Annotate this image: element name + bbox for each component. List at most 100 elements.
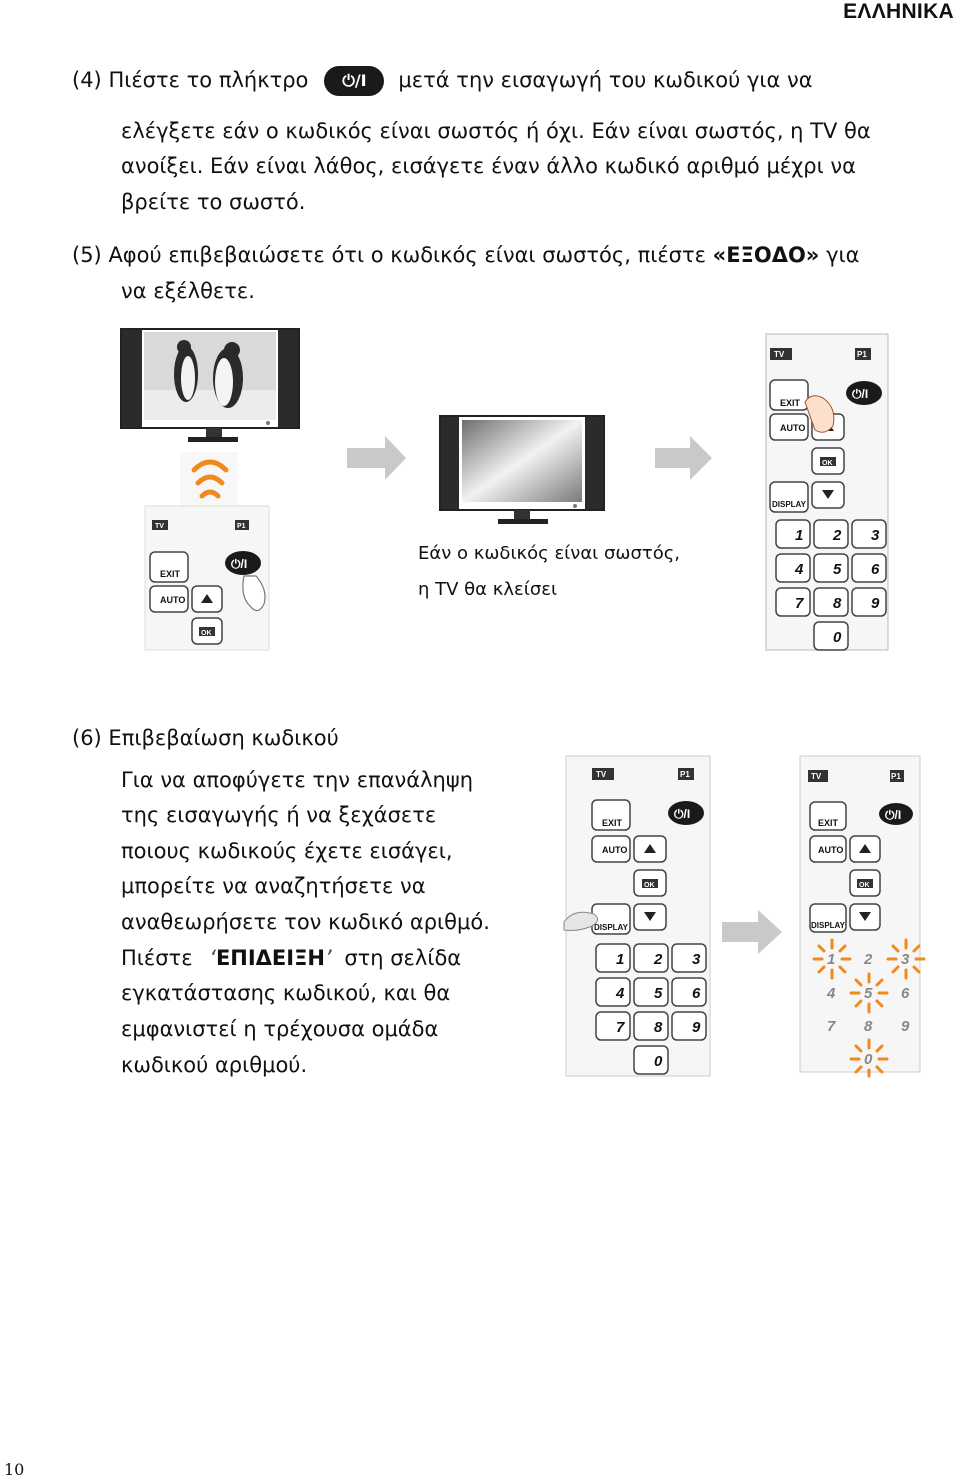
remote-display-press: TV P1 EXIT ⏻/I AUTO OK DISPLAY 1 bbox=[563, 755, 711, 1077]
remote4-display-label: DISPLAY bbox=[811, 921, 846, 930]
flash-burst-icon bbox=[849, 972, 889, 1014]
remote4-auto-label: AUTO bbox=[818, 845, 843, 855]
remote-code-flash: TV P1 EXIT ⏻/I AUTO OK DISPLAY bbox=[799, 755, 926, 1078]
remote-large-key-5: 5 bbox=[833, 561, 842, 578]
remote3-key-0: 0 bbox=[654, 1053, 663, 1070]
remote4-ok-label: OK bbox=[859, 882, 870, 889]
step6-line5: αναθεωρήσετε τον κωδικό αριθμό. bbox=[121, 910, 490, 934]
step6-line7: εγκατάστασης κωδικού, και θα bbox=[121, 981, 451, 1005]
remote3-key-8: 8 bbox=[654, 1019, 663, 1036]
step6-line8: εμφανιστεί η τρέχουσα ομάδα bbox=[121, 1017, 439, 1041]
remote4-key-1: 1 bbox=[827, 951, 835, 968]
step6-line2: της εισαγωγής ή να ξεχάσετε bbox=[121, 803, 437, 827]
remote3-key-6: 6 bbox=[692, 985, 701, 1002]
remote3-key-7: 7 bbox=[616, 1019, 625, 1036]
language-header: ΕΛΛΗΝΙΚΑ bbox=[843, 0, 954, 23]
remote3-keypad: 1 2 3 4 5 6 7 8 9 0 bbox=[595, 943, 707, 1075]
remote-small-auto-label: AUTO bbox=[160, 595, 185, 605]
step6-line4: μπορείτε να αναζητήσετε να bbox=[121, 874, 426, 898]
step6-heading: (6) Επιβεβαίωση κωδικού bbox=[72, 726, 339, 750]
remote-large-ok-label: OK bbox=[822, 460, 833, 467]
remote3-key-3: 3 bbox=[692, 951, 701, 968]
step5-text-after: για bbox=[826, 243, 860, 267]
remote4-key-5: 5 bbox=[864, 985, 873, 1002]
step4-line3: ανοίξει. Εάν είναι λάθος, εισάγετε έναν … bbox=[121, 154, 856, 178]
arrow-right-icon bbox=[655, 436, 712, 480]
remote4-key-6: 6 bbox=[901, 985, 910, 1002]
flash-burst-icon bbox=[886, 938, 926, 980]
arrow-right-icon bbox=[347, 436, 406, 480]
step4-line2: ελέγξετε εάν ο κωδικός είναι σωστός ή όχ… bbox=[121, 119, 871, 143]
step6-line6: Πιέστε ‘ΕΠΙΔΕΙΞΗ’ στη σελίδα bbox=[121, 946, 462, 970]
remote-large-tv-label: TV bbox=[774, 350, 785, 359]
remote-large-auto-label: AUTO bbox=[780, 423, 805, 433]
remote3-key-5: 5 bbox=[654, 985, 663, 1002]
figure-caption-line2: η TV θα κλείσει bbox=[418, 579, 558, 600]
flash-burst-icon bbox=[812, 938, 852, 980]
remote4-key-7: 7 bbox=[827, 1018, 836, 1035]
remote-large-key-4: 4 bbox=[794, 561, 804, 578]
step6-line1: Για να αποφύγετε την επανάληψη bbox=[121, 768, 474, 792]
remote3-key-1: 1 bbox=[616, 951, 624, 968]
step5-line2: να εξέλθετε. bbox=[121, 279, 255, 303]
remote4-key-9: 9 bbox=[901, 1018, 910, 1035]
remote3-auto-label: AUTO bbox=[602, 845, 627, 855]
remote4-power-label: ⏻/I bbox=[885, 808, 901, 822]
page-number: 10 bbox=[4, 1460, 25, 1479]
remote3-display-label: DISPLAY bbox=[594, 923, 629, 932]
remote4-key-2: 2 bbox=[863, 951, 873, 968]
step6-line6-before: Πιέστε bbox=[121, 946, 193, 970]
remote-large-key-6: 6 bbox=[871, 561, 880, 578]
remote-large-p1-label: P1 bbox=[857, 350, 867, 359]
step6-line9: κωδικού αριθμού. bbox=[121, 1053, 308, 1077]
remote3-key-4: 4 bbox=[615, 985, 625, 1002]
figure-caption-line1: Εάν ο κωδικός είναι σωστός, bbox=[418, 543, 681, 564]
ir-signal-icon bbox=[180, 452, 238, 514]
remote-small-ok-label: OK bbox=[201, 630, 212, 637]
hand-pointer-icon bbox=[563, 911, 598, 931]
remote-large-exit-label: EXIT bbox=[780, 398, 801, 408]
remote4-exit-label: EXIT bbox=[818, 818, 839, 828]
remote-power-press: TV P1 EXIT ⏻/I AUTO OK bbox=[144, 505, 270, 651]
remote-large-power-label: ⏻/I bbox=[852, 387, 868, 401]
remote3-key-9: 9 bbox=[692, 1019, 701, 1036]
step6-line3: ποιους κωδικούς έχετε εισάγει, bbox=[121, 839, 453, 863]
hand-pointer-icon bbox=[242, 575, 266, 612]
remote-large-key-0: 0 bbox=[833, 629, 842, 646]
remote-large-key-1: 1 bbox=[795, 527, 803, 544]
tv-off-illustration bbox=[439, 415, 605, 524]
flash-burst-icon bbox=[849, 1038, 889, 1078]
step5-text-before: Αφού επιβεβαιώσετε ότι ο κωδικός είναι σ… bbox=[108, 243, 706, 267]
remote4-keypad: 1 2 3 4 5 6 7 8 9 0 bbox=[826, 951, 910, 1068]
remote-large-keypad: 1 2 3 4 5 6 7 8 9 0 bbox=[775, 519, 887, 651]
step4-after-button: μετά την εισαγωγή του κωδικού για να bbox=[398, 68, 813, 92]
remote-small-tv-label: TV bbox=[155, 523, 164, 530]
remote4-key-3: 3 bbox=[901, 951, 910, 968]
remote4-key-0: 0 bbox=[864, 1051, 873, 1068]
arrow-right-icon bbox=[722, 910, 782, 954]
remote3-ok-label: OK bbox=[644, 882, 655, 889]
remote-large-key-7: 7 bbox=[795, 595, 804, 612]
remote3-key-2: 2 bbox=[653, 951, 663, 968]
remote3-p1-label: P1 bbox=[680, 770, 690, 779]
remote4-p1-label: P1 bbox=[891, 772, 901, 781]
tv-on-illustration bbox=[120, 328, 300, 442]
remote-small-exit-label: EXIT bbox=[160, 569, 181, 579]
remote-exit-press: TV P1 EXIT ⏻/I AUTO OK DISPLAY 1 bbox=[765, 333, 889, 651]
figure-display-code: TV P1 EXIT ⏻/I AUTO OK DISPLAY 1 bbox=[563, 755, 926, 1078]
step4-before-button: Πιέστε το πλήκτρο bbox=[108, 68, 309, 92]
display-highlight: ΕΠΙΔΕΙΞΗ bbox=[215, 946, 325, 970]
remote-large-display-label: DISPLAY bbox=[772, 500, 807, 509]
hand-pointer-icon bbox=[804, 395, 835, 433]
remote-large-key-8: 8 bbox=[833, 595, 842, 612]
remote4-key-4: 4 bbox=[826, 985, 836, 1002]
remote3-power-label: ⏻/I bbox=[674, 807, 690, 821]
remote4-tv-label: TV bbox=[811, 772, 822, 781]
figure-tv-power-off: TV P1 EXIT ⏻/I AUTO OK bbox=[120, 328, 889, 651]
remote-small-p1-label: P1 bbox=[237, 523, 246, 530]
remote-large-key-9: 9 bbox=[871, 595, 880, 612]
step4-number: (4) bbox=[72, 68, 102, 92]
remote3-exit-label: EXIT bbox=[602, 818, 623, 828]
step5-line1: (5) Αφού επιβεβαιώσετε ότι ο κωδικός είν… bbox=[72, 237, 859, 273]
